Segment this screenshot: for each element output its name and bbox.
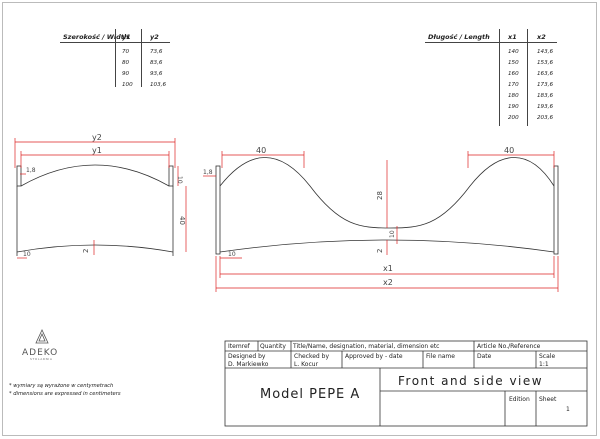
length-table-x2-values: 143,6 153,6 163,6 173,6 183,6 193,6 203,… bbox=[537, 47, 553, 124]
front-post-right bbox=[553, 165, 559, 255]
table-cell: 93,6 bbox=[150, 71, 163, 77]
dim-label-2: 2 bbox=[82, 249, 90, 253]
table-cell: 153,6 bbox=[537, 60, 554, 66]
side-dimensions bbox=[14, 138, 187, 259]
tb-sheet: Sheet bbox=[539, 396, 557, 403]
tb-designed-by: Designed by bbox=[228, 353, 266, 360]
table-cell: 190 bbox=[508, 104, 519, 110]
adeko-logo-icon bbox=[35, 329, 49, 344]
table-cell: 150 bbox=[508, 60, 519, 66]
note-pl: * wymiary są wyrażone w centymetrach bbox=[9, 383, 114, 389]
table-cell: 90 bbox=[122, 71, 130, 77]
dim-label-18: 1,8 bbox=[203, 169, 213, 176]
table-cell: 183,6 bbox=[537, 93, 554, 99]
dim-label-y2: y2 bbox=[92, 133, 102, 142]
width-table-y1-values: 70 80 90 100 bbox=[122, 47, 133, 91]
dim-label-28: 28 bbox=[376, 191, 384, 200]
tb-itemref: Itemref bbox=[228, 343, 250, 350]
table-cell: 103,6 bbox=[150, 82, 167, 88]
length-table-col-x1: x1 bbox=[508, 33, 517, 41]
front-top-curve bbox=[219, 157, 555, 229]
dim-label-10b: 10 bbox=[23, 251, 31, 258]
tb-checked-by: Checked by bbox=[294, 353, 330, 360]
length-table-header: Długość / Length bbox=[428, 33, 490, 41]
notes: * wymiary są wyrażone w centymetrach * d… bbox=[9, 382, 121, 398]
tb-scale-value: 1:1 bbox=[539, 361, 549, 368]
tb-date: Date bbox=[477, 353, 492, 360]
table-cell: 173,6 bbox=[537, 82, 554, 88]
table-cell: 193,6 bbox=[537, 104, 554, 110]
width-table-header: Szerokość / Width bbox=[63, 33, 129, 41]
dim-label-18: 1,8 bbox=[26, 167, 36, 174]
dim-label-10: 10 bbox=[389, 230, 396, 238]
dim-label-40: 40 bbox=[178, 216, 186, 225]
tb-article-header: Article No./Reference bbox=[477, 343, 541, 350]
side-post-right bbox=[168, 165, 174, 187]
length-table-divider bbox=[527, 29, 528, 126]
table-cell: 100 bbox=[122, 82, 133, 88]
table-cell: 143,6 bbox=[537, 49, 554, 55]
note-en: * dimensions are expressed in centimeter… bbox=[9, 391, 121, 397]
side-top-curve bbox=[20, 164, 170, 187]
tb-approved: Approved by - date bbox=[345, 353, 403, 360]
tb-title-header: Title/Name, designation, material, dimen… bbox=[293, 343, 440, 350]
dim-label-10b: 10 bbox=[228, 251, 236, 258]
tb-scale: Scale bbox=[539, 353, 556, 360]
table-cell: 83,6 bbox=[150, 60, 163, 66]
table-cell: 203,6 bbox=[537, 115, 554, 121]
dim-label-2: 2 bbox=[376, 249, 384, 253]
front-dimensions bbox=[203, 151, 559, 292]
dim-label-40b: 40 bbox=[504, 146, 514, 155]
logo-text: ADEKO bbox=[22, 348, 58, 358]
table-cell: 163,6 bbox=[537, 71, 554, 77]
width-table-col-y1: y1 bbox=[122, 33, 131, 41]
table-cell: 180 bbox=[508, 93, 519, 99]
dim-label-x1: x1 bbox=[383, 264, 393, 273]
table-cell: 160 bbox=[508, 71, 519, 77]
table-cell: 170 bbox=[508, 82, 519, 88]
length-table-rule bbox=[425, 42, 557, 43]
length-table-col-x2: x2 bbox=[537, 33, 546, 41]
dim-label-x2: x2 bbox=[383, 278, 393, 287]
table-cell: 70 bbox=[122, 49, 130, 55]
length-table-x1-values: 140 150 160 170 180 190 200 bbox=[508, 47, 519, 124]
table-cell: 200 bbox=[508, 115, 519, 121]
tb-edition: Edition bbox=[509, 396, 530, 403]
tb-view-title: Front and side view bbox=[398, 374, 544, 388]
table-cell: 73,6 bbox=[150, 49, 163, 55]
tb-model: Model PEPE A bbox=[260, 387, 361, 402]
side-bottom-curve bbox=[16, 244, 174, 253]
width-table-divider bbox=[115, 29, 116, 87]
width-table-y2-values: 73,6 83,6 93,6 103,6 bbox=[150, 47, 166, 91]
tb-quantity: Quantity bbox=[260, 343, 286, 350]
width-table-col-y2: y2 bbox=[150, 33, 159, 41]
table-cell: 140 bbox=[508, 49, 519, 55]
width-table-rule bbox=[60, 42, 170, 43]
tb-designer: D. Markiewko bbox=[228, 361, 269, 368]
side-view bbox=[16, 164, 174, 256]
front-post-left bbox=[215, 165, 221, 255]
dim-label-y1: y1 bbox=[92, 146, 102, 155]
length-table-divider bbox=[499, 29, 500, 126]
tb-checker: L. Kocur bbox=[294, 361, 319, 368]
logo-subtext: STOLARNIA bbox=[30, 357, 53, 361]
table-cell: 80 bbox=[122, 60, 130, 66]
width-table-divider bbox=[141, 29, 142, 87]
dim-label-10: 10 bbox=[176, 176, 183, 184]
side-post-left bbox=[16, 165, 22, 187]
tb-file-name: File name bbox=[426, 353, 455, 360]
tb-sheet-value: 1 bbox=[566, 406, 570, 413]
dim-label-40a: 40 bbox=[256, 146, 266, 155]
title-block-grid bbox=[224, 340, 588, 427]
